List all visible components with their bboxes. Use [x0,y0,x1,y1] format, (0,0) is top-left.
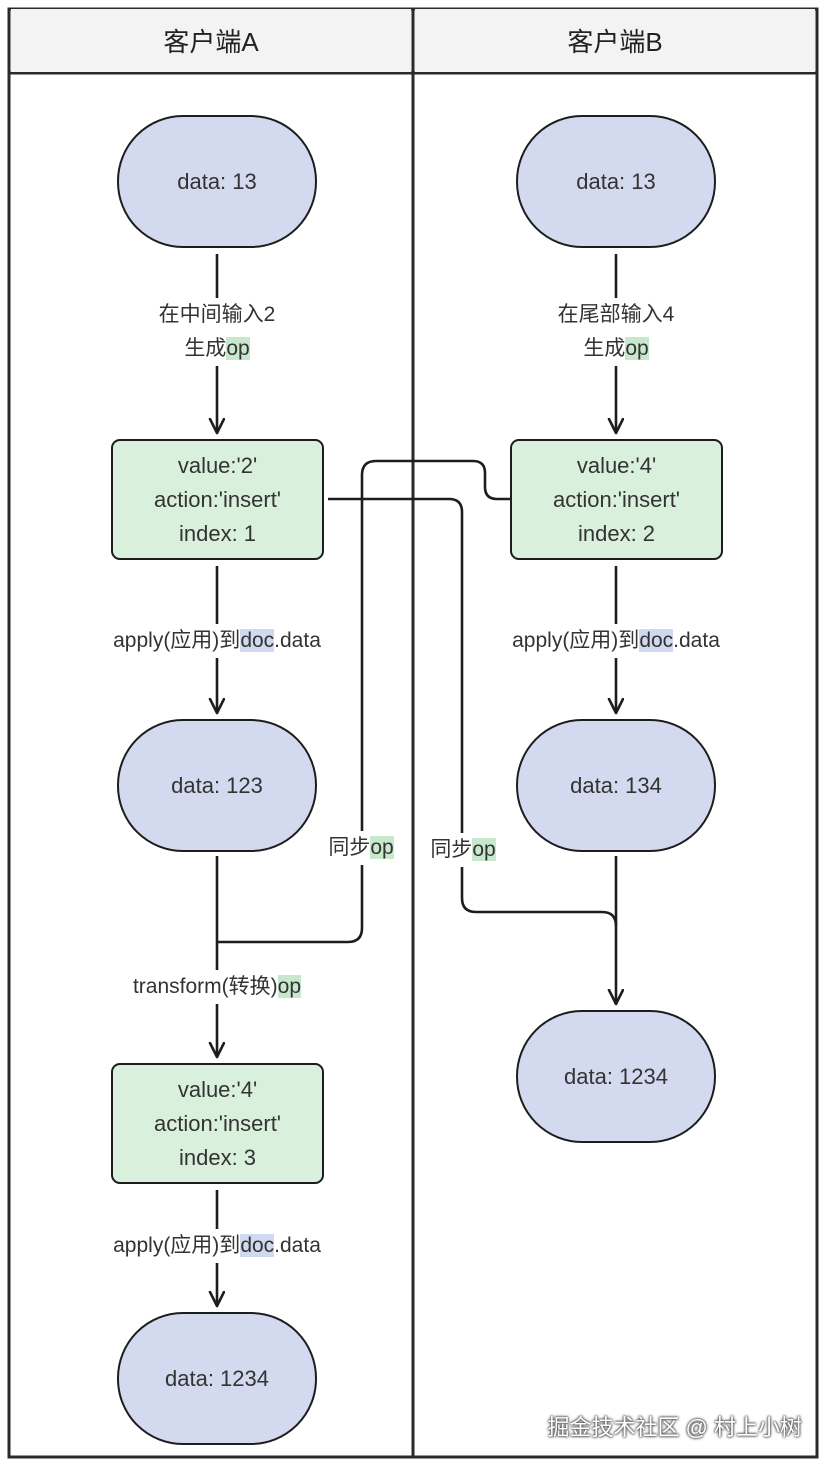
state-b-end-text: data: 1234 [564,1063,668,1089]
label-a-transform: transform(转换)op [112,970,322,1004]
label-b-apply-1-suffix: .data [673,629,720,652]
state-a-mid: data: 123 [117,719,317,852]
op-b-index: index: 2 [577,520,656,546]
state-a-mid-text: data: 123 [171,772,263,798]
op-a-index: index: 1 [178,520,257,546]
label-a-apply-1: apply(应用)到doc.data [92,624,342,658]
label-a-apply-1-suffix: .data [274,629,321,652]
label-a-apply-2-suffix: .data [274,1234,321,1257]
state-b-end: data: 1234 [516,1010,716,1143]
state-a-start: data: 13 [117,115,317,248]
op-b-action: action:'insert' [552,486,680,512]
label-a-transform-prefix: transform(转换) [132,975,278,998]
label-a-apply-2-prefix: apply(应用)到 [113,1234,241,1257]
lane-header-client-a: 客户端A [11,9,411,72]
label-b-generate-prefix: 生成 [583,337,626,360]
label-sync-to-a-op: op [370,836,394,859]
op-a2-value: value:'4' [177,1076,258,1102]
op-a2-action: action:'insert' [153,1110,281,1136]
op-a: value:'2' action:'insert' index: 1 [111,439,324,560]
sync-line-b-to-a [217,459,510,944]
label-b-apply-1-doc: doc [639,629,674,652]
label-sync-to-b-op: op [472,838,496,861]
state-a-start-text: data: 13 [177,168,257,194]
label-a-apply-2: apply(应用)到doc.data [92,1229,342,1263]
state-b-mid-text: data: 134 [570,772,662,798]
op-a-transformed: value:'4' action:'insert' index: 3 [111,1063,324,1184]
watermark: 掘金技术社区 @ 村上小树 [547,1415,802,1440]
label-a-apply-1-prefix: apply(应用)到 [113,629,241,652]
label-sync-to-b: 同步op [422,833,504,867]
label-b-generate-op-highlight: op [625,337,649,360]
label-b-generate-line1: 在尾部输入4 [557,303,675,326]
label-a-generate-prefix: 生成 [184,337,227,360]
op-b: value:'4' action:'insert' index: 2 [510,439,723,560]
state-b-start-text: data: 13 [576,168,656,194]
state-b-start: data: 13 [516,115,716,248]
label-a-apply-1-doc: doc [240,629,275,652]
label-b-apply-1-prefix: apply(应用)到 [512,629,640,652]
label-a-generate-line1: 在中间输入2 [158,303,276,326]
op-a2-index: index: 3 [178,1144,257,1170]
lane-header-client-b: 客户端B [415,9,815,72]
label-b-apply-1: apply(应用)到doc.data [491,624,741,658]
sync-line-a-to-b [328,497,618,927]
state-a-end-text: data: 1234 [165,1365,269,1391]
op-b-value: value:'4' [576,452,657,478]
label-a-generate-op-highlight: op [226,337,250,360]
label-sync-to-a: 同步op [320,831,402,865]
state-b-mid: data: 134 [516,719,716,852]
label-a-transform-op: op [277,975,302,998]
label-b-generate-op: 在尾部输入4 生成op [541,298,691,366]
label-a-apply-2-doc: doc [240,1234,275,1257]
label-sync-to-b-prefix: 同步 [430,838,473,861]
label-a-generate-op: 在中间输入2 生成op [142,298,292,366]
state-a-end: data: 1234 [117,1312,317,1445]
op-a-value: value:'2' [177,452,258,478]
label-sync-to-a-prefix: 同步 [328,836,371,859]
op-a-action: action:'insert' [153,486,281,512]
